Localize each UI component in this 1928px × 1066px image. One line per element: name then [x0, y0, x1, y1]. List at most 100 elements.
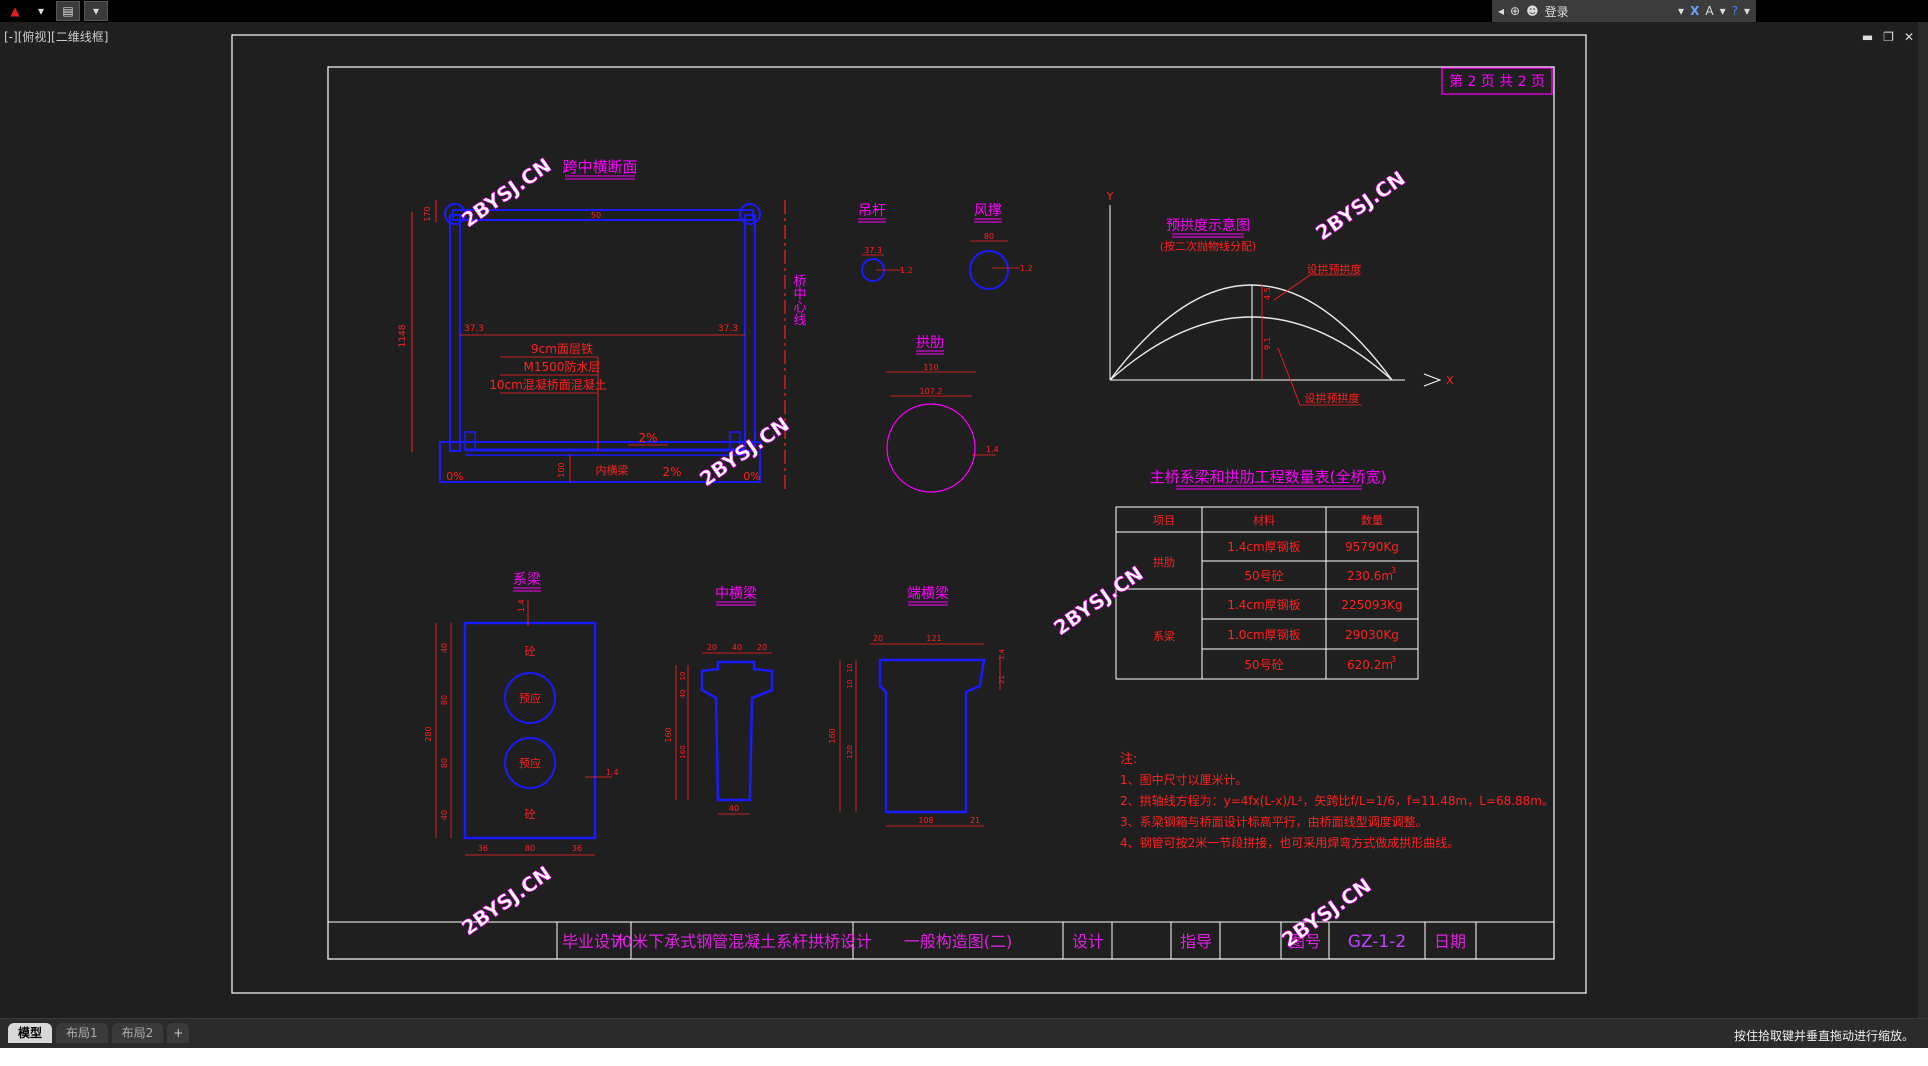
mid-beam-dim-total: 160: [664, 727, 673, 742]
quick-access-dropdown[interactable]: ▾: [84, 1, 108, 21]
tab-layout2[interactable]: 布局2: [111, 1023, 164, 1043]
end-beam-dim-right: 1.4: [998, 648, 1006, 660]
table-cell: 1.0cm厚钢板: [1227, 628, 1300, 642]
mid-beam-detail: 中横梁 20 40 20 160 10 40 160 40: [664, 586, 774, 815]
login-dropdown-icon[interactable]: ▾: [1678, 4, 1685, 18]
table-title: 主桥系梁和拱肋工程数量表(全桥宽): [1150, 468, 1387, 486]
title-cell: 日期: [1434, 932, 1466, 951]
table-cell: 50号砼: [1244, 569, 1283, 583]
hanger-dim: 37.3: [864, 246, 882, 255]
tie-beam-label-top: 砼: [525, 645, 536, 658]
status-prompt: 按住拾取键并垂直拖动进行缩放。: [1733, 1029, 1914, 1043]
drawing-inner-frame: [327, 66, 1555, 960]
table-group: 系梁: [1153, 629, 1175, 643]
help-dropdown-icon[interactable]: ▾: [1743, 4, 1750, 18]
tie-beam-dim-total: 280: [424, 726, 433, 741]
mid-beam-dim-left: 160: [679, 745, 687, 758]
workspace-button[interactable]: ▤: [56, 1, 80, 21]
window-controls: ▬ ❐ ✕: [1862, 30, 1914, 44]
arch-rib-inner: 107.2: [920, 387, 943, 396]
arch-rib-thick: 1.4: [986, 445, 999, 454]
table-cell: 225093Kg: [1341, 598, 1402, 612]
dim-top-small: 170: [423, 206, 432, 221]
notes: 注: 1、图中尺寸以厘米计。 2、拱轴线方程为：y=4fx(L-x)/L²，矢跨…: [1120, 752, 1554, 850]
title-block: 毕业设计 70米下承式钢管混凝土系杆拱桥设计 一般构造图(二) 设计 指导 图号…: [328, 921, 1554, 959]
hanger-thick: 1.2: [900, 266, 913, 275]
table-cell: 230.6m: [1347, 569, 1393, 583]
camber-axis-y: Y: [1106, 190, 1114, 203]
tie-beam-dim-left: 80: [440, 758, 449, 768]
restore-icon[interactable]: ❐: [1883, 30, 1894, 44]
exchange-icon[interactable]: X: [1690, 4, 1700, 18]
dim-right-inner: 37.3: [718, 324, 738, 334]
title-cell: 图号: [1289, 932, 1321, 951]
camber-axis-x: X: [1446, 374, 1454, 387]
chevron-down-icon: ▾: [92, 4, 100, 18]
layer-2: M1500防水层: [524, 359, 601, 374]
camber-subtitle: (按二次抛物线分配): [1160, 239, 1257, 253]
tie-beam-title: 系梁: [513, 572, 541, 588]
add-layout-button[interactable]: +: [167, 1023, 190, 1043]
tab-layout1[interactable]: 布局1: [56, 1023, 108, 1043]
title-cell: 指导: [1180, 932, 1212, 951]
app-menu-button[interactable]: ▲: [4, 2, 26, 20]
login-button[interactable]: 登录: [1544, 4, 1569, 19]
close-icon[interactable]: ✕: [1903, 30, 1914, 44]
app-menu-dropdown-icon[interactable]: ▾: [37, 4, 45, 18]
mid-beam-title: 中横梁: [715, 586, 757, 602]
help-icon[interactable]: ?: [1731, 4, 1738, 18]
workspace-icon: ▤: [62, 4, 74, 18]
end-beam-dim-top: 121: [926, 634, 941, 643]
note-item: 4、钢管可按2米一节段拼接，也可采用焊弯方式做成拱形曲线。: [1120, 835, 1459, 850]
wind-brace-title: 风撑: [974, 203, 1002, 219]
tie-beam-circle-1: 预应: [519, 691, 541, 705]
mid-beam-dim-left: 40: [679, 690, 687, 699]
dim-left-inner: 37.3: [464, 324, 484, 334]
wind-brace-dim: 80: [984, 232, 994, 241]
dim-top: 50: [591, 211, 601, 220]
page-info-box: [1441, 67, 1553, 95]
note-item: 3、系梁钢箱与桥面设计标高平行，由桥面线型调度调整。: [1120, 814, 1428, 829]
infocenter-bar: ◂ ⊕ ☻ 登录 ▾ X A ▾ ? ▾: [1492, 0, 1756, 22]
layer-3: 10cm混凝桥面混凝土: [489, 377, 607, 392]
camber-dim-2: 9.1: [1263, 337, 1272, 350]
table-header-item: 项目: [1153, 514, 1175, 527]
title-cell: 设计: [1072, 932, 1104, 951]
camber-label-bottom: 设拱预拱度: [1305, 391, 1360, 405]
table-cell: 1.4cm厚钢板: [1227, 540, 1300, 554]
watermark: 2BYSJ.CN: [1311, 166, 1409, 245]
layout-tabs: 模型 布局1 布局2 +: [8, 1023, 190, 1043]
tie-beam-dim-bottom: 36: [572, 844, 582, 853]
end-beam-dim-top: 20: [873, 634, 883, 643]
title-cell: 70米下承式钢管混凝土系杆拱桥设计: [612, 932, 872, 951]
title-cell: 一般构造图(二): [904, 932, 1013, 951]
camber-diagram: 预拱度示意图 (按二次抛物线分配) Y X 4.5 9.1 设拱预拱度 设拱预拱…: [1106, 190, 1454, 406]
drawing-canvas[interactable]: 第 2 页 共 2 页 跨中横断面 桥中心线 1148 170 50 37.3 …: [0, 22, 1928, 1022]
centerline-label: 桥中心线: [791, 274, 807, 326]
scroll-left-icon[interactable]: ◂: [1498, 4, 1505, 18]
status-bar: 模型 布局1 布局2 + 按住拾取键并垂直拖动进行缩放。: [0, 1018, 1928, 1049]
hanger-title: 吊杆: [858, 203, 886, 219]
wind-brace-detail: 风撑 80 1.2: [969, 203, 1033, 290]
tab-model[interactable]: 模型: [8, 1023, 53, 1043]
hanger-detail: 吊杆 37.3 1.2: [858, 203, 913, 282]
notes-title: 注:: [1120, 752, 1137, 767]
minimize-icon[interactable]: ▬: [1861, 30, 1874, 44]
a360-icon[interactable]: A: [1705, 4, 1714, 18]
table-cell: 1.4cm厚钢板: [1227, 598, 1300, 612]
tie-beam-dim-left: 80: [440, 695, 449, 705]
chevron-down-icon[interactable]: ▾: [1719, 4, 1726, 18]
tie-beam-right-dim: 1.4: [606, 768, 619, 777]
navigation-bar[interactable]: [1918, 22, 1928, 1022]
title-cell: 毕业设计: [562, 932, 626, 951]
command-line-area[interactable]: [0, 1048, 1928, 1066]
tie-beam-dim-bottom: 36: [478, 844, 488, 853]
mid-beam-dim-bottom: 40: [729, 804, 739, 813]
layer-1: 9cm面层铁: [531, 342, 593, 356]
quantity-table: 主桥系梁和拱肋工程数量表(全桥宽) 项目 材料 数量 拱肋 1.4cm厚钢板 9…: [1115, 468, 1419, 680]
tie-beam-dim-bottom: 80: [525, 844, 535, 853]
dim-bottom-small: 100: [557, 462, 566, 477]
wind-brace-thick: 1.2: [1020, 264, 1033, 273]
binoculars-icon[interactable]: ⊕: [1510, 4, 1521, 18]
viewport-controls[interactable]: [-][俯视][二维线框]: [4, 30, 109, 44]
